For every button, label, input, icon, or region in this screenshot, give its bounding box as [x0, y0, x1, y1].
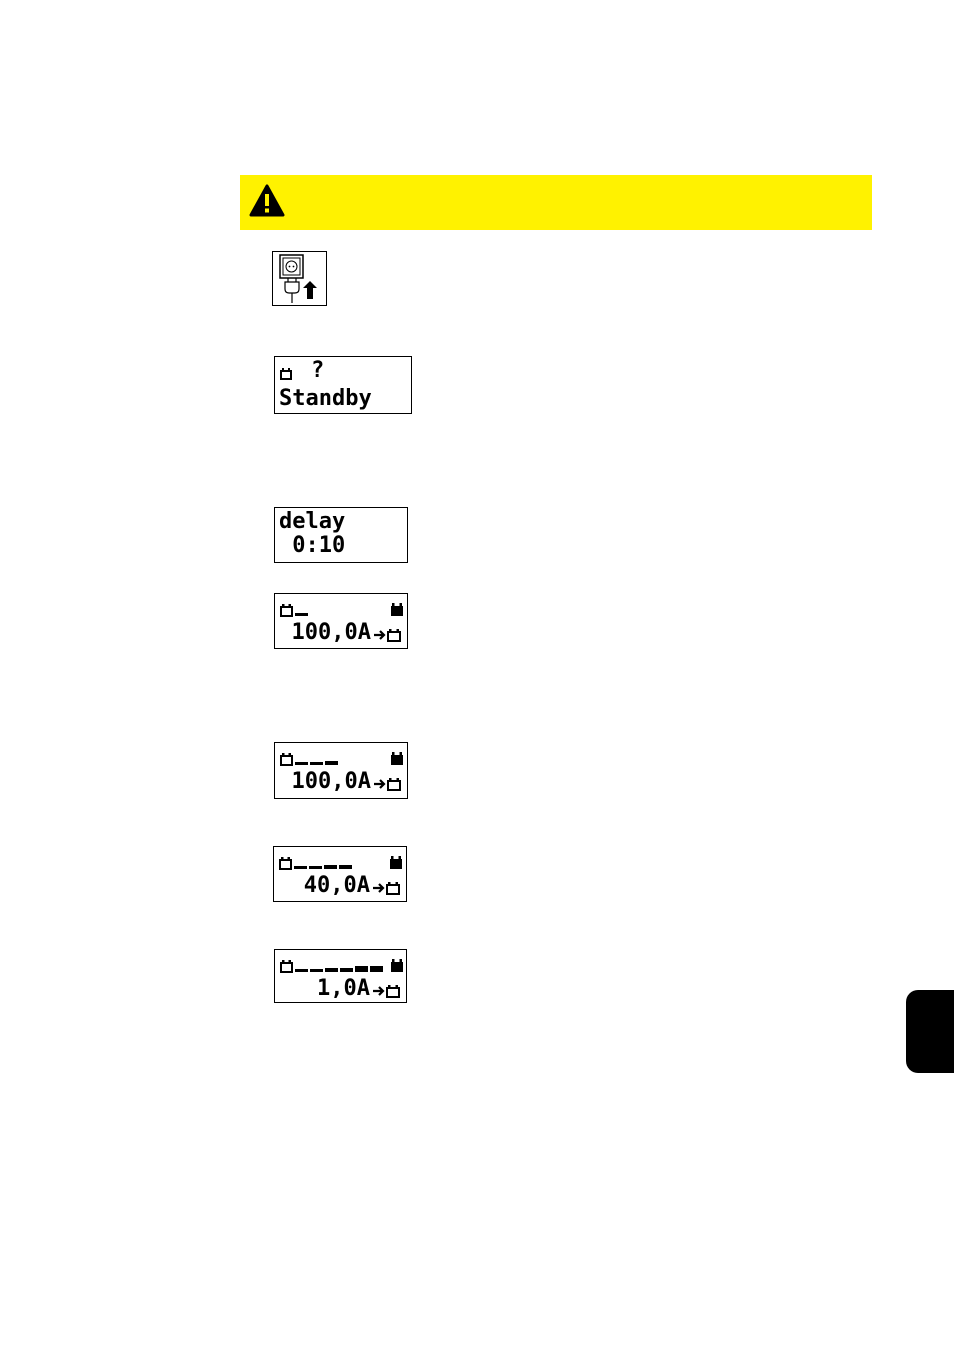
charge-segment [295, 762, 308, 765]
battery-empty-icon [280, 604, 293, 617]
display-charge: 100,0A [274, 593, 408, 649]
charge-segment [294, 866, 307, 869]
charge-segment [355, 966, 368, 972]
mains-plug-connect-icon [279, 254, 317, 303]
charge-progress-row [280, 752, 403, 766]
display-standby: ? Standby [274, 356, 412, 414]
chapter-tab [906, 990, 954, 1073]
arrow-to-battery-icon [374, 629, 401, 642]
display-delay-line2: 0:10 [279, 533, 346, 558]
arrow-to-battery-icon [374, 778, 401, 791]
charge-segment [339, 865, 352, 869]
display-charge: 1,0A [274, 949, 407, 1003]
display-standby-line2: Standby [279, 386, 372, 411]
arrow-to-battery-icon [373, 985, 400, 998]
battery-full-icon [390, 856, 402, 869]
display-delay: delay 0:10 [274, 507, 408, 563]
battery-outline-icon [280, 368, 292, 380]
warning-triangle-icon [249, 184, 285, 217]
charge-current-value: 40,0A [303, 873, 370, 898]
charge-segment [295, 969, 308, 972]
charge-segment [324, 865, 337, 869]
display-charge: 100,0A [274, 742, 408, 799]
charge-current-value: 1,0A [317, 976, 370, 1001]
battery-full-icon [391, 603, 403, 616]
charge-progress-row [279, 856, 402, 870]
arrow-to-battery-icon [373, 882, 400, 895]
battery-empty-icon [280, 753, 293, 766]
charge-progress-row [280, 603, 403, 617]
charge-current-value: 100,0A [291, 620, 371, 645]
display-standby-line1: ? [311, 358, 325, 383]
battery-empty-icon [279, 857, 292, 870]
charge-current-value: 100,0A [291, 769, 371, 794]
display-delay-line1: delay [279, 509, 346, 534]
charge-segment [325, 761, 338, 765]
charge-segment [295, 613, 308, 616]
battery-full-icon [391, 959, 403, 972]
charge-segment [370, 966, 383, 972]
charge-segment [340, 968, 353, 972]
battery-full-icon [391, 752, 403, 765]
display-charge: 40,0A [273, 846, 407, 902]
charge-segment [310, 762, 323, 765]
charge-progress-row [280, 959, 403, 973]
plug-connect-box [272, 251, 327, 306]
charge-segment [325, 968, 338, 972]
warning-bar [240, 175, 872, 230]
battery-empty-icon [280, 960, 293, 973]
charge-segment [309, 866, 322, 869]
charge-segment [310, 969, 323, 972]
